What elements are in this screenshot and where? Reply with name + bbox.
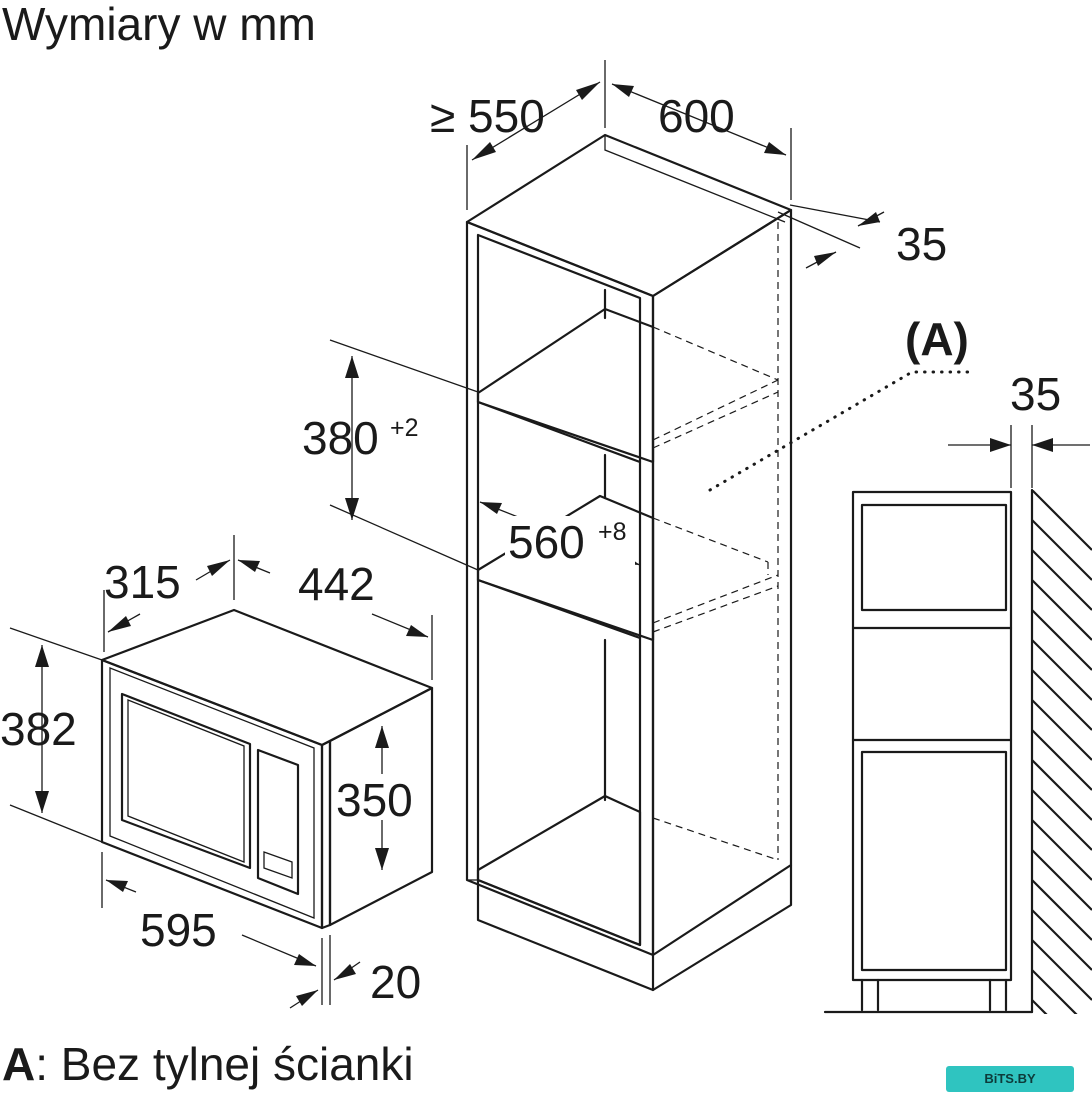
depth-label: 315 [104, 556, 181, 608]
watermark-logo: BiTS.BY [946, 1066, 1074, 1092]
microwave [100, 608, 434, 930]
dimension-front-thickness: 20 [289, 935, 421, 1009]
niche-height-label: 380 [302, 412, 379, 464]
total-height-label: 382 [0, 703, 77, 755]
footnote-text: : Bez tylnej ścianki [35, 1038, 413, 1090]
detail-a: (A) [708, 313, 1092, 1014]
body-width-label: 442 [298, 558, 375, 610]
dimension-cabinet-width: 600 [611, 83, 792, 200]
niche-width-tolerance: +8 [598, 518, 627, 546]
dimension-front-width: 595 [101, 852, 323, 1005]
wall-gap-label: 35 [1010, 368, 1061, 420]
dimension-niche-height: 380 +2 [302, 339, 479, 571]
dimension-total-height: 382 [0, 627, 103, 843]
niche-width-label: 560 [508, 516, 585, 568]
back-gap-label: 35 [896, 218, 947, 270]
dimension-depth-min: ≥ 550 [430, 60, 606, 210]
body-height-label: 350 [336, 774, 413, 826]
dimension-body-height: 350 [335, 726, 427, 870]
dimension-depth: 315 [103, 535, 235, 652]
tall-cabinet [465, 133, 793, 992]
dimension-body-width: 442 [237, 558, 433, 680]
detail-label: (A) [905, 313, 969, 365]
front-thickness-label: 20 [370, 956, 421, 1008]
front-width-label: 595 [140, 904, 217, 956]
wall-hatching [1032, 490, 1092, 1014]
dimension-back-gap: 35 [777, 204, 947, 270]
cabinet-depth-label: ≥ 550 [430, 90, 545, 142]
footnote: A: Bez tylnej ścianki [2, 1038, 414, 1090]
niche-height-tolerance: +2 [390, 414, 419, 442]
drawing-title: Wymiary w mm [2, 0, 316, 50]
footnote-marker: A [2, 1038, 35, 1090]
cabinet-width-label: 600 [658, 90, 735, 142]
dimension-niche-width: 560 +8 [479, 501, 641, 568]
